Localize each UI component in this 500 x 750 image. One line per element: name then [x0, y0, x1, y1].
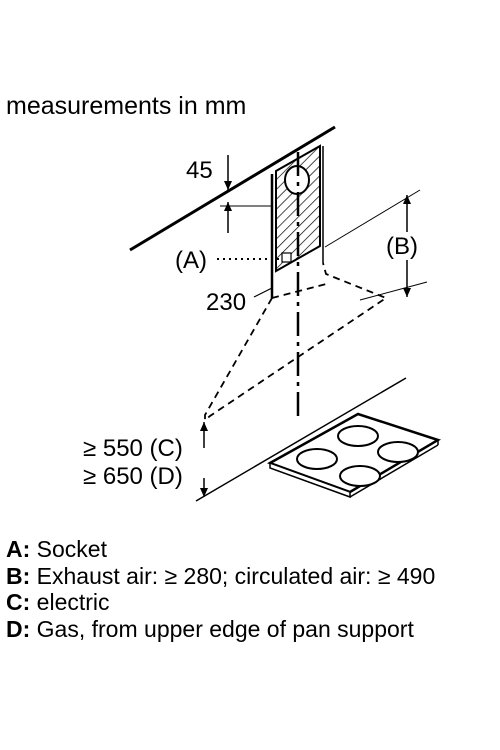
legend-item-a: A: Socket [6, 536, 435, 563]
dim-45-label: 45 [186, 157, 213, 184]
legend: A: Socket B: Exhaust air: ≥ 280; circula… [6, 536, 435, 642]
dim-230-label: 230 [206, 289, 246, 316]
hood-canopy-outline [204, 262, 388, 422]
label-a: (A) [175, 247, 207, 274]
cooking-zone [339, 465, 381, 487]
dim-b-extension-bottom [359, 281, 428, 301]
clearance-d-label: ≥ 650 (D) [83, 463, 183, 490]
legend-text: Gas, from upper edge of pan support [30, 615, 414, 642]
legend-key: A: [6, 536, 31, 562]
cooking-zone [377, 441, 419, 463]
label-b: (B) [386, 233, 418, 260]
legend-key: D: [6, 615, 31, 642]
hob-right-edge [349, 444, 439, 498]
worktop-back-edge [195, 377, 407, 502]
legend-item-c: C: electric [6, 589, 435, 616]
page-title: measurements in mm [6, 92, 247, 120]
legend-key: C: [6, 589, 31, 615]
dim-230-leader [253, 287, 273, 298]
legend-text: Socket [30, 536, 107, 562]
cooking-zone [337, 425, 379, 447]
legend-text: Exhaust air: ≥ 280; circulated air: ≥ 49… [30, 562, 436, 589]
clearance-c-label: ≥ 550 (C) [83, 435, 183, 462]
ceiling-line [129, 125, 336, 252]
legend-item-d: D: Gas, from upper edge of pan support [6, 616, 435, 643]
legend-item-b: B: Exhaust air: ≥ 280; circulated air: ≥… [6, 563, 435, 590]
hood-canopy-left-edge [271, 282, 331, 299]
legend-text: electric [30, 589, 110, 615]
socket-icon [281, 252, 292, 263]
cooking-zone [296, 448, 338, 470]
legend-key: B: [6, 562, 31, 589]
